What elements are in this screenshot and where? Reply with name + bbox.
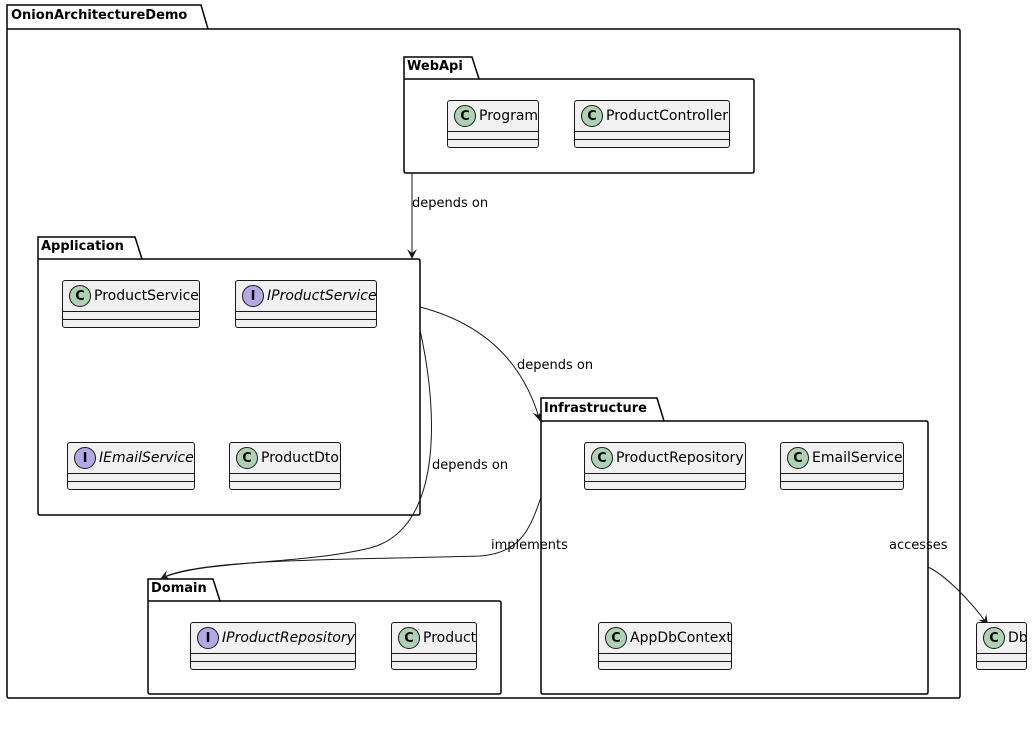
edge-label-webapi-application: depends on [412, 196, 489, 211]
class-name: AppDbContext [630, 630, 732, 646]
package-domain-frame [147, 578, 502, 695]
package-root-frame [6, 4, 961, 699]
class-badge-icon: C [605, 627, 627, 649]
package-infrastructure-frame [540, 397, 929, 695]
interface-badge-icon: I [242, 285, 264, 307]
class-badge-icon: C [69, 285, 91, 307]
edge-application-infrastructure [419, 306, 543, 422]
class-badge-icon: C [983, 627, 1005, 649]
class-name: ProductDto [261, 450, 339, 466]
class-badge-icon: C [236, 447, 258, 469]
class-name: Product [423, 630, 477, 646]
interface-name: IProductService [267, 288, 377, 304]
class-badge-icon: C [398, 627, 420, 649]
class-badge-icon: C [581, 105, 603, 127]
edge-infrastructure-db [927, 566, 989, 626]
package-root-label: OnionArchitectureDemo [11, 8, 188, 23]
class-name: ProductService [94, 288, 199, 304]
class-name: Program [479, 108, 539, 124]
edge-label-infrastructure-db: accesses [889, 538, 948, 553]
edge-infrastructure-domain [161, 496, 542, 579]
class-badge-icon: C [591, 447, 613, 469]
class-name: ProductRepository [616, 450, 744, 466]
class-name: Db [1008, 630, 1028, 646]
interface-name: IEmailService [99, 450, 194, 466]
package-application-frame [37, 236, 421, 516]
package-domain-label: Domain [151, 581, 207, 596]
package-webapi-frame [403, 56, 755, 174]
class-name: ProductController [606, 108, 729, 124]
interface-badge-icon: I [197, 627, 219, 649]
package-infrastructure-label: Infrastructure [544, 401, 647, 416]
class-badge-icon: C [787, 447, 809, 469]
interface-badge-icon: I [74, 447, 96, 469]
class-badge-icon: C [454, 105, 476, 127]
class-name: EmailService [812, 450, 903, 466]
package-application-label: Application [41, 239, 124, 254]
package-webapi-label: WebApi [407, 59, 463, 74]
edge-label-infrastructure-domain: implements [491, 538, 568, 553]
edge-label-application-domain: depends on [432, 458, 509, 473]
edge-label-application-infrastructure: depends on [517, 358, 594, 373]
interface-name: IProductRepository [222, 630, 355, 646]
